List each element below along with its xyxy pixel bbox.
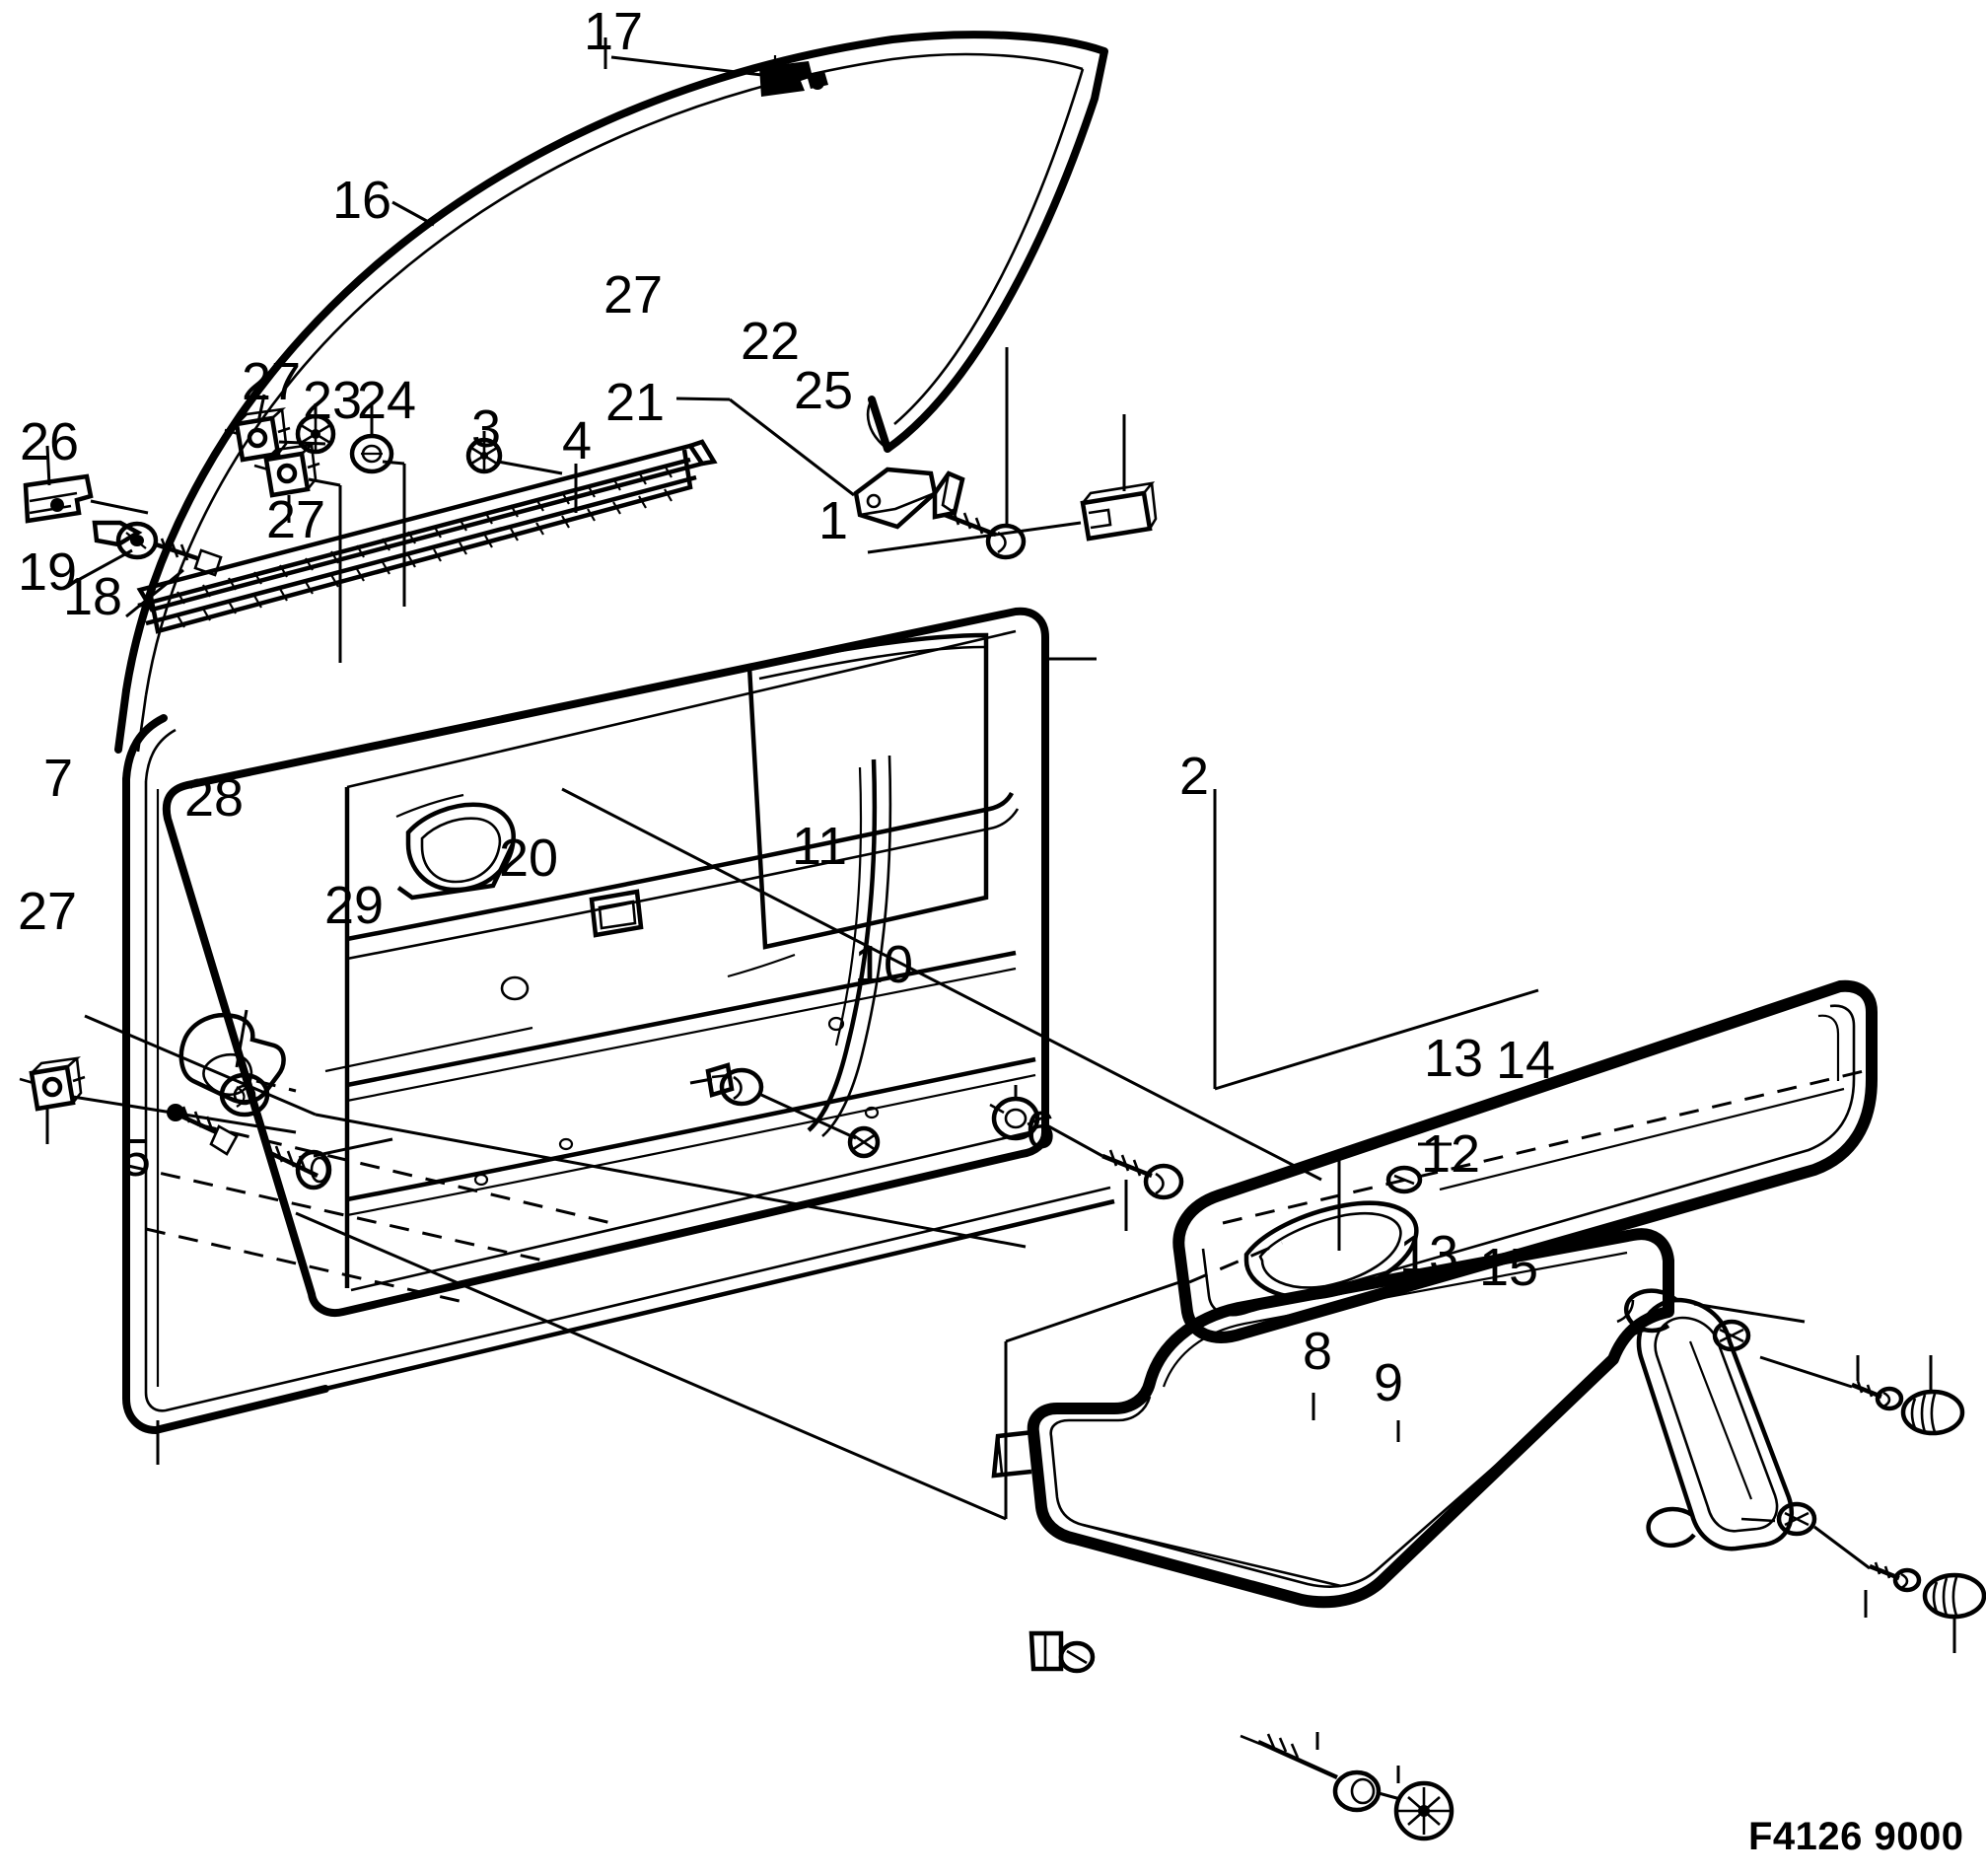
leader-27a — [256, 394, 266, 423]
callout-28: 28 — [184, 768, 245, 828]
part-7-bracket-leader — [84, 1014, 1027, 1249]
leader-10-run — [1044, 1122, 1103, 1158]
callout-12: 12 — [1421, 1124, 1481, 1184]
part-14-cap — [1900, 1389, 1965, 1436]
callout-11: 11 — [792, 817, 848, 876]
callout-15: 15 — [1479, 1238, 1539, 1297]
callout-3: 3 — [471, 399, 502, 459]
part-12-grab-handle — [1623, 1288, 1817, 1551]
callout-13-a: 13 — [1424, 1029, 1484, 1088]
part-6-armrest-lower-trim — [991, 1228, 1674, 1674]
leader-24-run — [382, 460, 405, 466]
part-20-push-rivet — [705, 1062, 764, 1107]
callout-5: 5 — [121, 1128, 152, 1188]
callout-9: 9 — [1374, 1353, 1404, 1412]
part-1-door-trim-panel — [162, 607, 1049, 1317]
hinge-plate — [92, 520, 143, 547]
callout-27-a: 27 — [603, 265, 664, 325]
part-27-clip-a — [224, 407, 291, 463]
callout-1: 1 — [818, 491, 849, 550]
callout-20: 20 — [499, 829, 559, 888]
leader-25-run — [867, 521, 1082, 554]
leader-29 — [313, 1137, 393, 1158]
part-26-mounting-clip — [23, 473, 94, 524]
part-9-nut — [1393, 1780, 1454, 1841]
part-25-clip — [1080, 481, 1158, 541]
callout-27-d: 27 — [18, 882, 78, 941]
leader-12-run — [1693, 1302, 1806, 1324]
part-5-edge-seal — [122, 714, 1115, 1434]
leader-21 — [729, 397, 855, 497]
leader-18 — [125, 568, 184, 618]
part-24-washer — [349, 433, 394, 474]
panel-screw-head — [847, 1125, 881, 1159]
leader-13a-run — [1759, 1355, 1853, 1389]
callout-25: 25 — [794, 361, 854, 420]
callout-19: 19 — [18, 542, 78, 602]
callout-4: 4 — [562, 411, 593, 470]
leader-27d-run — [72, 1095, 297, 1134]
callout-17: 17 — [584, 2, 644, 61]
part-16-window-frame-moulding — [114, 31, 1108, 754]
part-13-screw-bottom — [1869, 1561, 1922, 1593]
callout-18: 18 — [63, 567, 123, 626]
leader-2 — [1214, 988, 1539, 1091]
leader-27b-run — [308, 477, 341, 487]
leader-panel-to-6 — [295, 1211, 1007, 1521]
hidden-construction-lines — [127, 1079, 612, 1304]
callout-22: 22 — [741, 312, 801, 371]
leader-3-run — [497, 460, 563, 475]
leader-28 — [235, 1009, 248, 1068]
part-4-inner-waist-seal — [136, 439, 718, 634]
part-8-bolt — [1240, 1733, 1382, 1813]
callout-26: 26 — [20, 412, 80, 471]
leader-21-stem — [675, 397, 731, 401]
leader-panel-to-6c — [1005, 1280, 1180, 1343]
callout-23: 23 — [303, 371, 363, 430]
leader-20 — [689, 1077, 713, 1085]
part-21-handle-bracket — [853, 467, 965, 530]
part-17-window-frame-clip — [759, 55, 828, 97]
callout-10: 10 — [854, 935, 914, 994]
callout-14: 14 — [1496, 1031, 1556, 1090]
callout-21: 21 — [605, 373, 666, 432]
callout-29: 29 — [324, 876, 385, 935]
callout-2: 2 — [1179, 747, 1210, 806]
leader-17 — [610, 55, 780, 79]
callout-6: 6 — [1026, 1101, 1056, 1160]
part-15-cap — [1922, 1572, 1986, 1620]
leader-panel-to-2 — [561, 787, 1322, 1182]
callout-27-b: 27 — [242, 352, 302, 411]
part-13-screw-top — [1851, 1380, 1904, 1411]
callout-13-b: 13 — [1399, 1225, 1459, 1284]
callout-27-c: 27 — [266, 490, 326, 549]
figure-code: F4126 9000 — [1748, 1815, 1964, 1858]
part-10-screw — [1101, 1149, 1184, 1200]
leader-13b-run — [1813, 1525, 1871, 1570]
callout-24: 24 — [357, 371, 417, 430]
leader-26-run — [90, 499, 149, 515]
leader-9-run — [1378, 1791, 1401, 1801]
part-29-screw-right — [267, 1145, 332, 1191]
leader-26 — [45, 445, 51, 486]
leader-19 — [70, 548, 133, 586]
part-29-screw-left — [167, 1104, 239, 1156]
leader-20-run — [760, 1093, 857, 1140]
part-27-clip-d — [19, 1056, 86, 1112]
callout-7: 7 — [43, 749, 74, 808]
callout-8: 8 — [1303, 1322, 1333, 1381]
callout-16: 16 — [332, 171, 392, 230]
leader-16 — [391, 200, 435, 227]
